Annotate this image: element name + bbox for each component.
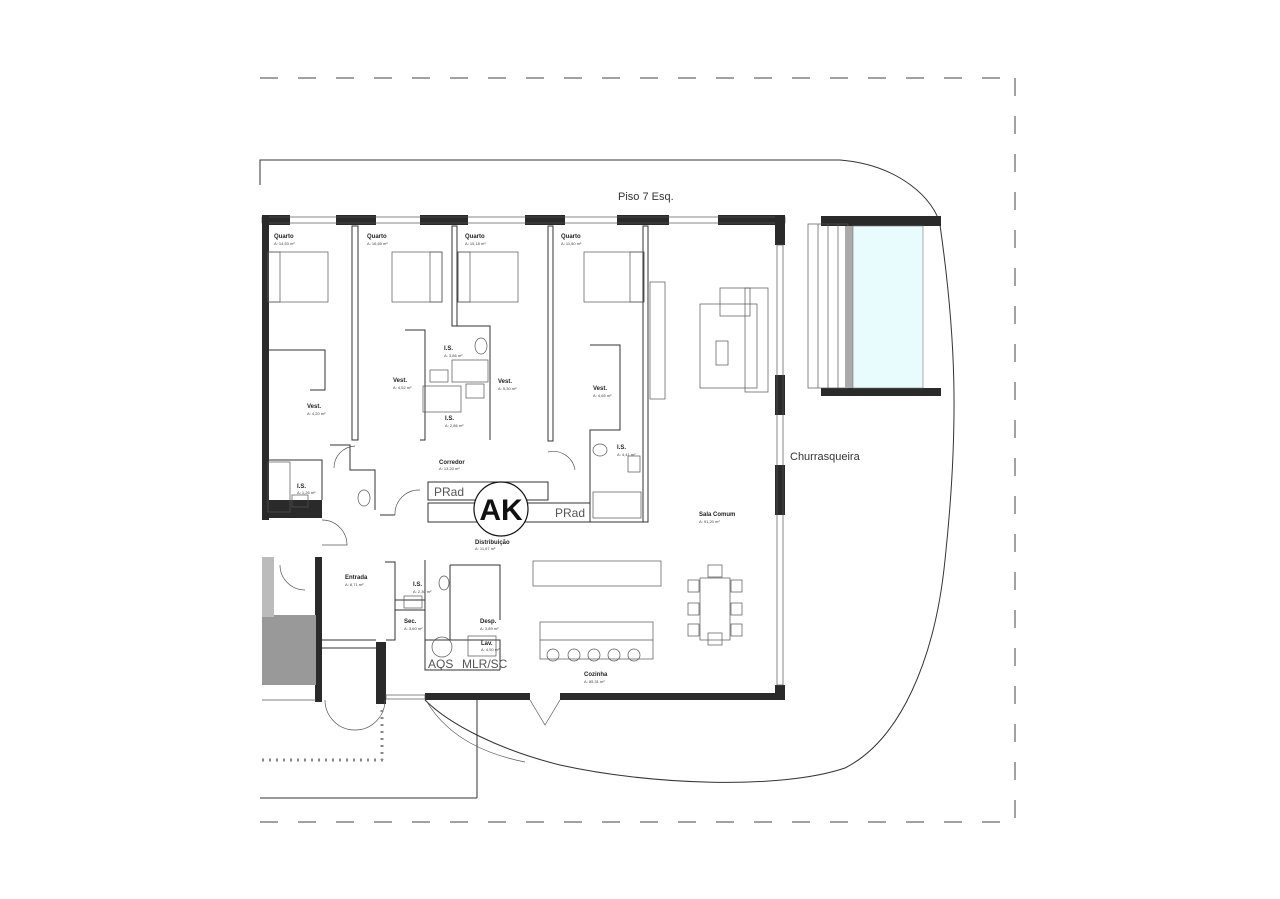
room-name: Quarto xyxy=(367,234,387,240)
equipment-label-aqs: AQS xyxy=(428,657,453,671)
room-area: A: 4,41 m² xyxy=(617,452,636,457)
outdoor-label: Churrasqueira xyxy=(790,451,861,463)
room-name: I.S. xyxy=(445,416,454,422)
room-area: A: 16,69 m² xyxy=(367,241,388,246)
room-name: I.S. xyxy=(413,582,422,588)
room-area: A: 85,31 m² xyxy=(584,679,605,684)
room-name: Cozinha xyxy=(584,672,608,678)
room-name: Desp. xyxy=(480,619,497,625)
radiator-label: PRad xyxy=(555,506,585,520)
room-area: A: 11,67 m² xyxy=(475,546,496,551)
room-name: Quarto xyxy=(561,234,581,240)
room-area: A: 15,18 m² xyxy=(465,241,486,246)
room-area: A: 2,86 m² xyxy=(445,423,464,428)
svg-text:AK: AK xyxy=(479,494,523,527)
room-area: A: 3,86 m² xyxy=(444,353,463,358)
exterior-walls xyxy=(261,215,786,704)
door-swings xyxy=(279,445,576,763)
room-name: Vest. xyxy=(393,378,407,384)
room-name: Quarto xyxy=(274,234,294,240)
room-name: Vest. xyxy=(593,386,607,392)
room-name: Vest. xyxy=(307,404,321,410)
glass-balcony xyxy=(807,216,941,396)
room-area: A: 11,50 m² xyxy=(561,241,582,246)
ak-logo: AK xyxy=(473,481,529,537)
room-area: A: 5,30 m² xyxy=(498,386,517,391)
room-area: A: 14,53 m² xyxy=(274,241,295,246)
room-name: I.S. xyxy=(444,346,453,352)
bathroom-fixtures xyxy=(267,337,642,609)
room-area: A: 4,50 m² xyxy=(481,647,500,652)
room-area: A: 3,89 m² xyxy=(480,626,499,631)
planter-dots xyxy=(262,710,385,762)
room-area: A: 13,20 m² xyxy=(439,466,460,471)
room-name: I.S. xyxy=(617,445,626,451)
room-area: A: 1,26 m² xyxy=(297,490,316,495)
beds xyxy=(267,251,645,303)
stairs xyxy=(262,557,316,701)
room-area: A: 2,30 m² xyxy=(413,589,432,594)
room-name: Quarto xyxy=(465,234,485,240)
room-name: I.S. xyxy=(297,484,306,490)
room-name: Sala Comum xyxy=(699,512,735,518)
room-name: Distribuição xyxy=(475,540,510,546)
room-name: Sec. xyxy=(404,619,417,625)
radiator-label: PRad xyxy=(434,485,464,499)
interior-walls xyxy=(268,225,649,671)
living-furniture xyxy=(431,281,769,662)
room-area: A: 91,20 m² xyxy=(699,519,720,524)
equipment-label-mlr: MLR/SC xyxy=(462,657,508,671)
room-area: A: 4,52 m² xyxy=(393,385,412,390)
room-name: Entrada xyxy=(345,575,368,581)
site-boundary xyxy=(260,77,1016,823)
room-name: Lav. xyxy=(481,641,493,647)
room-area: A: 4,20 m² xyxy=(307,411,326,416)
room-name: Vest. xyxy=(498,379,512,385)
room-area: A: 4,65 m² xyxy=(593,393,612,398)
room-area: A: 8,71 m² xyxy=(345,582,364,587)
room-area: A: 3,60 m² xyxy=(404,626,423,631)
room-name: Corredor xyxy=(439,460,465,466)
floor-title: Piso 7 Esq. xyxy=(618,191,674,203)
